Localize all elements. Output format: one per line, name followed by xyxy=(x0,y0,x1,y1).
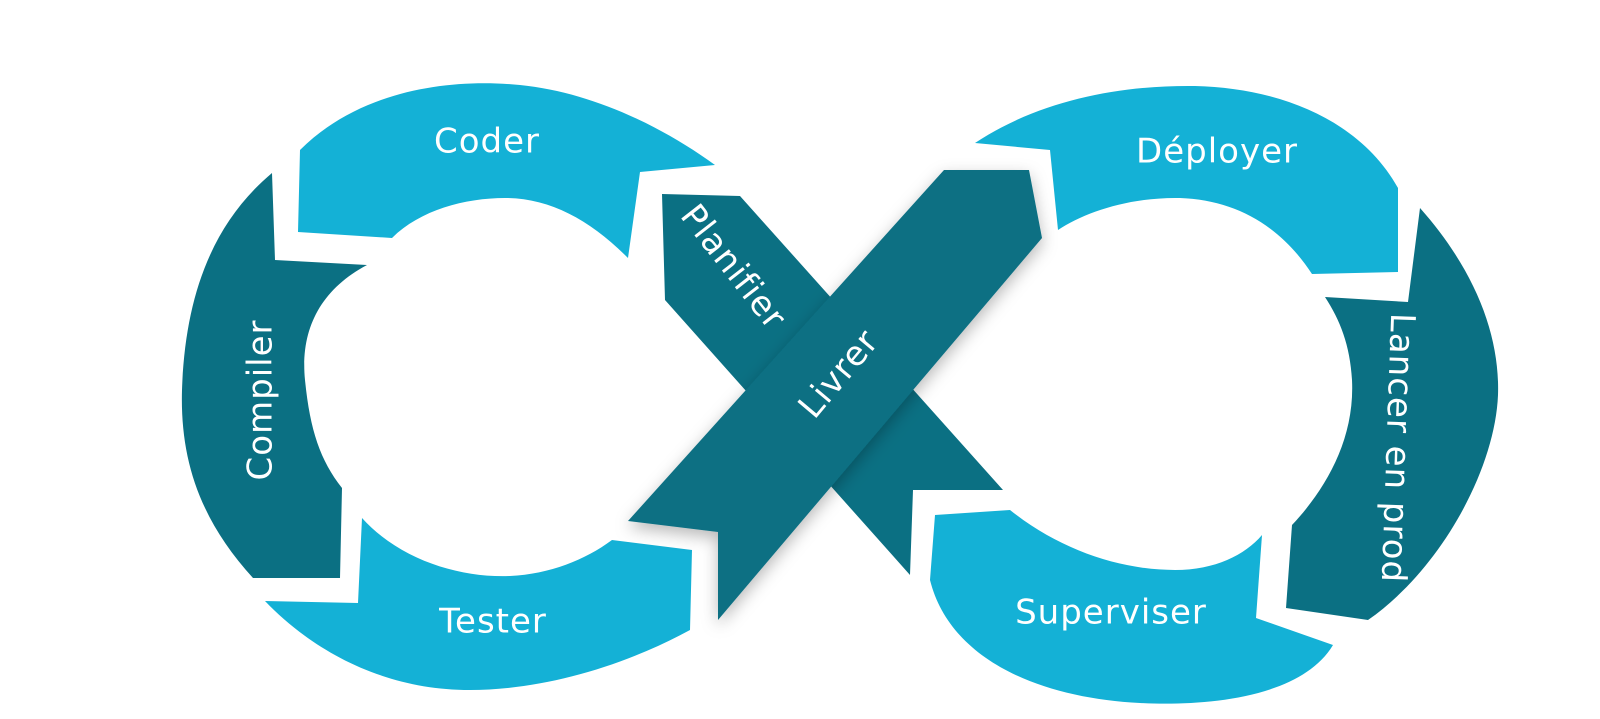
stage-coder-label: Coder xyxy=(434,122,540,162)
stage-deployer-label: Déployer xyxy=(1136,132,1298,172)
stage-tester-segment xyxy=(265,518,692,690)
stage-superviser-segment xyxy=(930,510,1333,704)
stage-deployer-segment xyxy=(975,85,1398,274)
stage-lancer-label: Lancer en prod xyxy=(1373,312,1422,583)
stage-tester-label: Tester xyxy=(438,602,547,642)
stage-livrer-segment xyxy=(628,170,1042,620)
stage-compiler-segment xyxy=(181,173,367,578)
stage-superviser-label: Superviser xyxy=(1015,593,1207,633)
stage-lancer-segment xyxy=(1286,208,1499,620)
stage-compiler-label: Compiler xyxy=(241,319,281,480)
stage-coder-segment xyxy=(298,83,715,259)
